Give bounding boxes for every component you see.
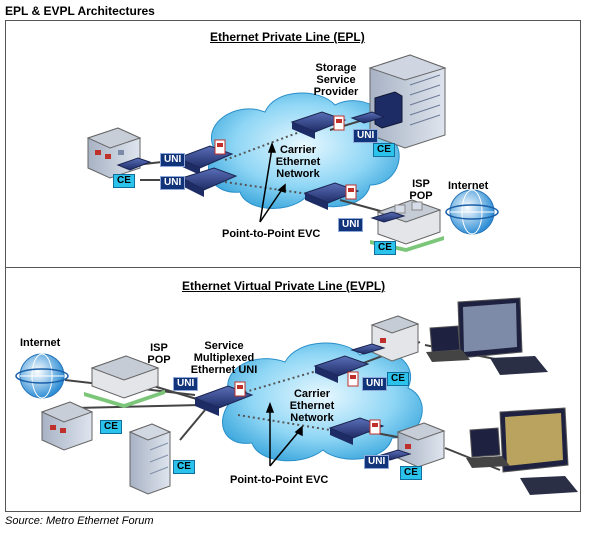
figure-title: EPL & EVPL Architectures [5,4,155,18]
evpl-ce-tag-4: CE [400,466,422,480]
evpl-workstations-bottom [466,407,578,495]
evpl-evc-paths [234,369,331,431]
epl-enterprise-building [86,127,142,179]
epl-internet-globe [445,189,499,235]
evpl-ce-tag-1: CE [100,420,122,434]
epl-switch-left [176,139,238,197]
epl-evc-label: Point-to-Point EVC [222,228,321,240]
evpl-ce-tag-2: CE [173,460,195,474]
epl-ce-tag-3: CE [374,241,396,255]
evpl-enterprise-building [40,401,94,451]
evpl-uni-tag-1: UNI [173,377,199,391]
source-caption: Source: Metro Ethernet Forum [5,515,154,527]
evpl-ce-tag-3: CE [387,372,409,386]
epl-evc-arrows [259,141,286,223]
epl-uni-tag-2: UNI [160,176,186,190]
evpl-service-mux-switch [193,381,254,416]
epl-uni-tag-4: UNI [338,218,364,232]
epl-evc-paths [224,129,316,196]
epl-uni-tag-3: UNI [353,129,379,143]
evpl-isp-pop-building [84,355,165,408]
epl-ce-router-left [116,157,152,171]
evpl-uni-tag-2: UNI [362,377,388,391]
evpl-internet-label: Internet [20,337,61,349]
epl-ce-tag-2: CE [373,143,395,157]
epl-cloud [208,92,400,209]
epl-switch-top [290,111,347,139]
epl-title: Ethernet Private Line (EPL) [210,30,365,44]
epl-ce-tag-1: CE [113,174,135,188]
evpl-remote-site-top [350,315,420,362]
evpl-title: Ethernet Virtual Private Line (EVPL) [182,279,386,293]
evpl-evc-label: Point-to-Point EVC [230,474,329,486]
evpl-switch-bottom [328,417,385,445]
panel-divider [5,267,581,268]
evpl-switch-top [313,355,370,387]
figure-frame [5,20,581,512]
epl-internet-label: Internet [448,180,489,192]
epl-uni-tag-1: UNI [160,153,186,167]
evpl-workstations-top [426,297,548,375]
epl-switch-bottom [303,182,360,210]
evpl-internet-globe [15,353,69,399]
evpl-office-tower [128,423,172,495]
evpl-uni-tag-3: UNI [364,455,390,469]
evpl-evc-arrows [265,401,303,467]
